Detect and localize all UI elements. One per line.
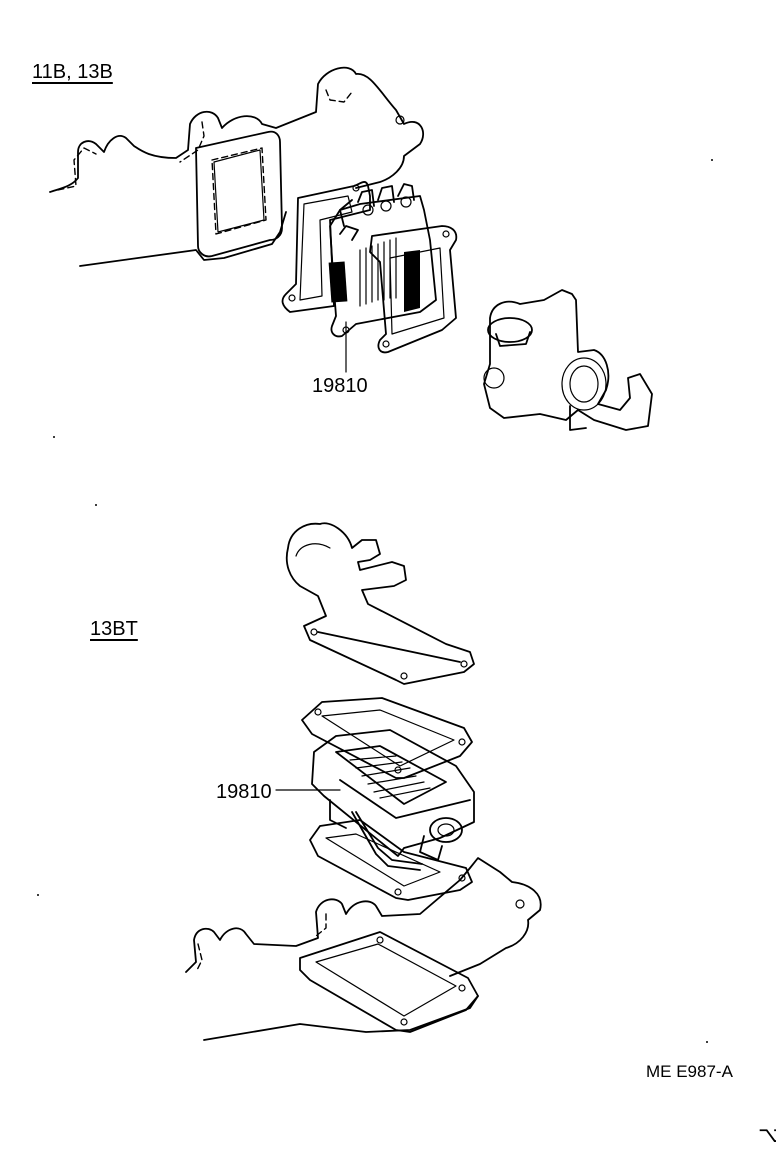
variant-label-13bt: 13BT [90,618,138,640]
upper-heater-unit [328,183,437,338]
lower-heater-unit [275,729,475,871]
upper-gasket-rear [281,181,371,313]
upper-intake-manifold [49,66,425,267]
part-number-upper: 19810 [312,375,368,397]
lower-intake-elbow [285,522,475,685]
upper-gasket-front [369,225,458,354]
diagram-code: ME E987-A [646,1062,733,1081]
upper-throttle-body [483,289,653,431]
variant-label-11b-13b: 11B, 13B [32,61,113,83]
lower-gasket-top [301,697,473,779]
part-number-lower: 19810 [216,781,272,803]
lower-intake-manifold [185,857,542,1041]
corner-mark-icon: ⌥ [758,1122,776,1147]
lower-gasket-bottom [309,819,473,901]
